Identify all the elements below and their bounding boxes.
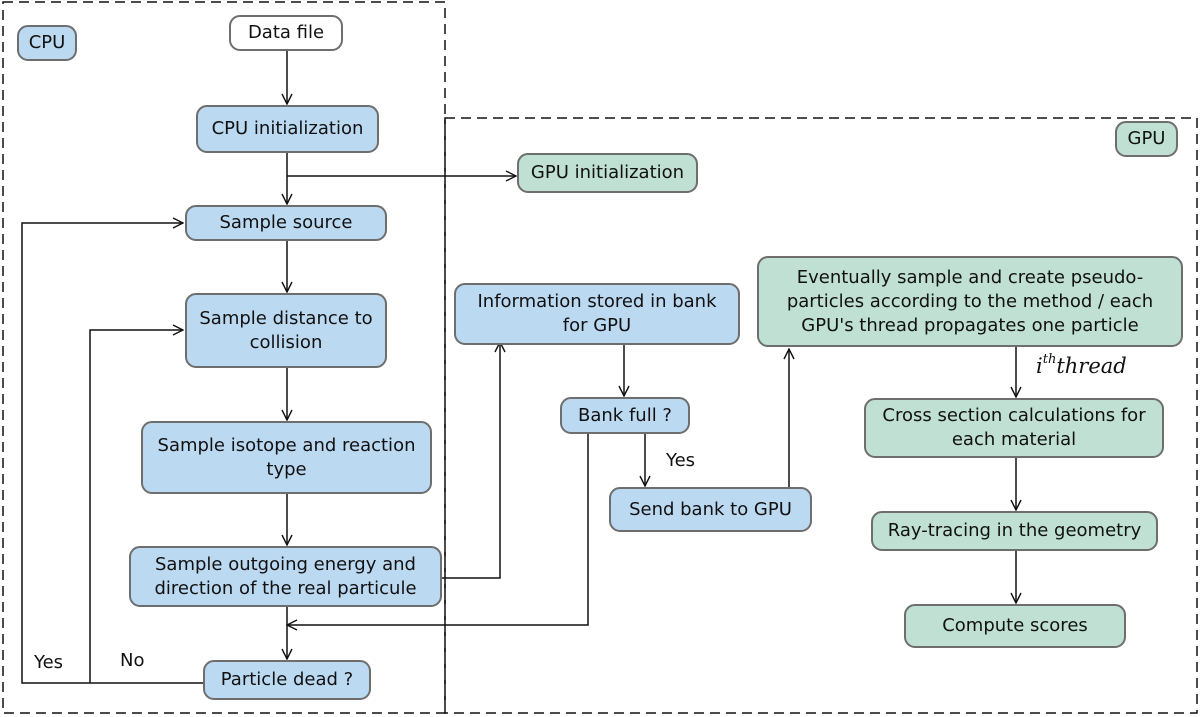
compute-scores-node: Compute scores [904, 604, 1126, 648]
information-stored-node: Information stored in bank for GPU [454, 283, 740, 345]
thread-index: i [1036, 354, 1043, 378]
yes-dead-label: Yes [34, 652, 64, 673]
data-file-node: Data file [229, 15, 343, 51]
cpu-initialization-node: CPU initialization [196, 105, 379, 153]
edge-dead-no-loop [89, 330, 183, 683]
yes-bank-label: Yes [666, 450, 696, 471]
particle-dead-node: Particle dead ? [203, 660, 371, 700]
ith-thread-label: iththread [1036, 352, 1127, 378]
send-bank-node: Send bank to GPU [609, 487, 812, 532]
cross-section-node: Cross section calculations for each mate… [864, 398, 1164, 458]
edge-dead-yes-loop [21, 223, 203, 684]
bank-full-node: Bank full ? [560, 397, 690, 434]
edge-outgoing-to-bankinfo [442, 342, 500, 579]
gpu-initialization-node: GPU initialization [517, 153, 698, 193]
ray-tracing-node: Ray-tracing in the geometry [871, 511, 1158, 551]
sample-source-node: Sample source [185, 205, 387, 241]
cpu-region-label: CPU [17, 25, 77, 61]
sample-distance-node: Sample distance to collision [185, 293, 387, 368]
thread-word: thread [1056, 354, 1127, 378]
thread-superscript: th [1042, 352, 1057, 367]
no-dead-label: No [120, 650, 145, 671]
gpu-region-label: GPU [1115, 121, 1178, 157]
gpu-region-border [444, 117, 1198, 714]
eventually-sample-node: Eventually sample and create pseudo- par… [757, 256, 1183, 347]
sample-isotope-node: Sample isotope and reaction type [141, 421, 432, 494]
edge-bankfull-no-return [287, 434, 589, 625]
sample-outgoing-node: Sample outgoing energy and direction of … [129, 546, 442, 607]
